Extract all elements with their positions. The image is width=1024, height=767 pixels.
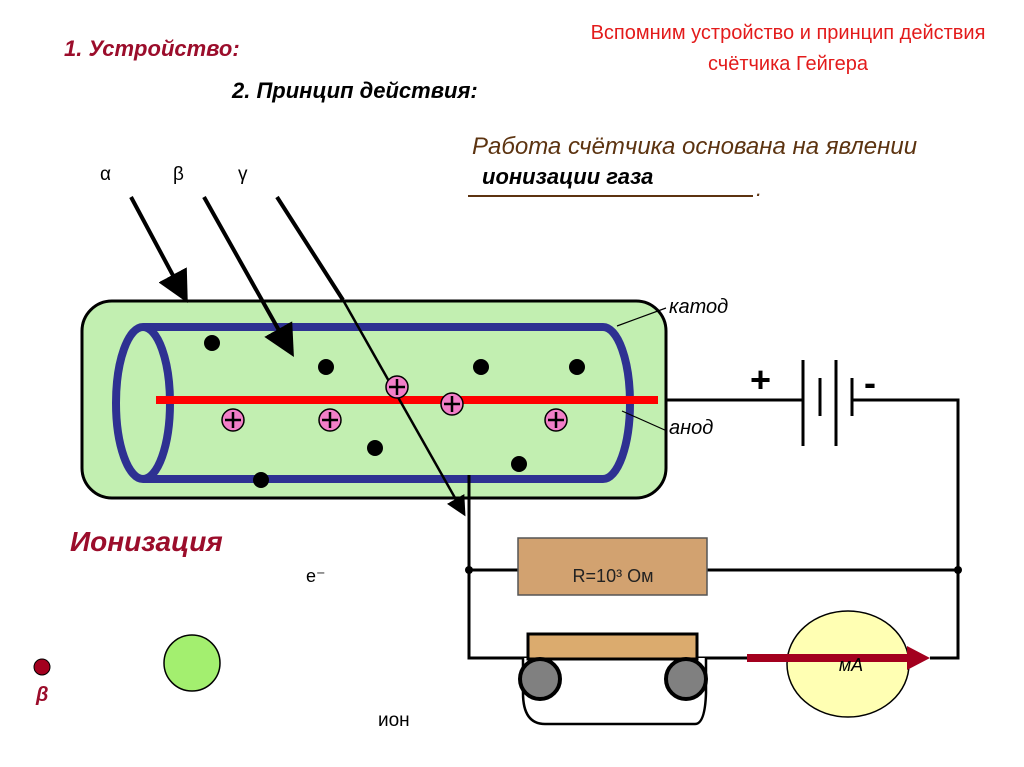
- beta-label: β: [173, 164, 184, 185]
- gamma-ray-arrow-outer: [275, 195, 345, 302]
- positive-ion: [544, 408, 568, 432]
- gas-atom: [163, 634, 221, 692]
- gamma-ray-arrow-inner: [341, 299, 466, 517]
- ion-label: ион: [378, 710, 410, 731]
- electron: [367, 440, 383, 456]
- milliammeter-label: мА: [838, 655, 864, 675]
- positive-ion: [440, 392, 464, 416]
- counting-device: [518, 632, 708, 726]
- junction-dot: [954, 566, 962, 574]
- electron: [569, 359, 585, 375]
- electron: [204, 335, 220, 351]
- beta-ray-arrow: [202, 196, 294, 357]
- roller-right: [664, 657, 708, 701]
- roller-left: [518, 657, 562, 701]
- principle-answer: ионизации газа: [482, 164, 654, 189]
- electrons: [204, 335, 585, 488]
- section-heading-principle: 2. Принцип действия:: [232, 78, 478, 103]
- resistor: [517, 537, 708, 596]
- battery-plus-label: +: [750, 359, 772, 400]
- electron-label: e⁻: [306, 566, 326, 586]
- resistor-label: R=10³ Ом: [572, 566, 654, 586]
- junction-dot: [465, 566, 473, 574]
- principle-statement: Работа счётчика основана на явлении: [472, 133, 918, 160]
- beta-particle-label: β: [36, 684, 49, 706]
- cathode-pointer-line: [616, 307, 667, 327]
- positive-ions: [221, 375, 568, 432]
- section-heading-device: 1. Устройство:: [64, 36, 240, 61]
- current-arrow: [747, 646, 930, 670]
- electron: [473, 359, 489, 375]
- positive-ion: [221, 408, 245, 432]
- slide-title: Вспомним устройство и принцип действия с…: [590, 22, 986, 75]
- positive-ion: [318, 408, 342, 432]
- positive-ion: [385, 375, 409, 399]
- anode-pointer-line: [621, 410, 668, 432]
- anode-label: анод: [669, 417, 714, 439]
- battery-icon: [801, 360, 854, 446]
- battery-minus-label: -: [864, 362, 876, 403]
- answer-underline: [468, 195, 753, 197]
- statement-period: .: [756, 176, 763, 201]
- electron: [253, 472, 269, 488]
- ionization-title: Ионизация: [70, 526, 223, 557]
- gamma-label: γ: [238, 164, 248, 185]
- cathode-label: катод: [669, 296, 729, 318]
- electron: [318, 359, 334, 375]
- alpha-ray-arrow: [129, 196, 188, 304]
- electron: [511, 456, 527, 472]
- alpha-label: α: [100, 164, 111, 185]
- beta-particle: [33, 658, 51, 676]
